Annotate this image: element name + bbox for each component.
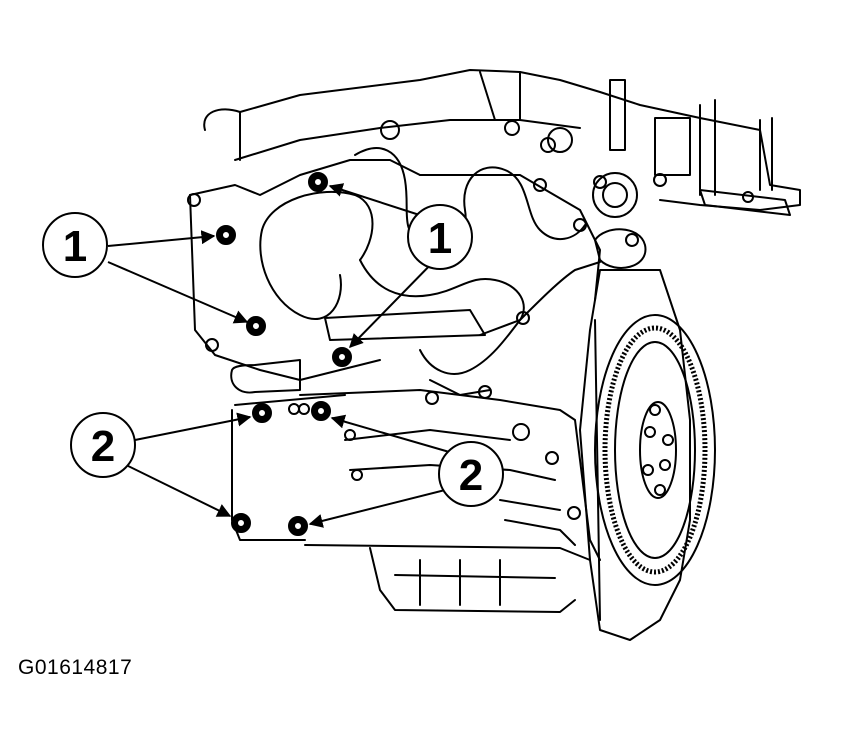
bolt-2d [288, 516, 308, 536]
bolt-1c [246, 316, 266, 336]
callout-bolts [216, 172, 352, 536]
callout-1-right: 1 [407, 204, 473, 270]
bolt-2c [231, 513, 251, 533]
callout-number: 1 [428, 214, 452, 263]
leader-lines [107, 183, 471, 528]
figure-id: G01614817 [18, 656, 133, 679]
callout-number: 1 [63, 222, 87, 271]
callout-2-left: 2 [70, 412, 136, 478]
callout-1-left: 1 [42, 212, 108, 278]
bolt-1d [332, 347, 352, 367]
bolt-1b [216, 225, 236, 245]
bolt-2a [252, 403, 272, 423]
bolt-1a [308, 172, 328, 192]
callout-number: 2 [91, 422, 115, 471]
callout-number: 2 [459, 451, 483, 500]
callout-2-right: 2 [438, 441, 504, 507]
engine-outline [189, 69, 801, 641]
bolt-2b [311, 401, 331, 421]
flywheel [594, 314, 716, 586]
engine-bolts [187, 120, 754, 520]
